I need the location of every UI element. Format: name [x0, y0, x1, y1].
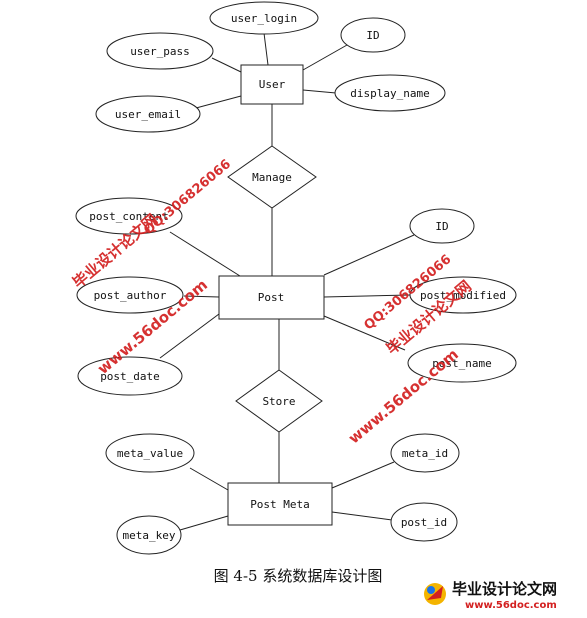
attribute-post-date: post_date	[77, 356, 183, 396]
edge-post-post_date	[159, 313, 220, 359]
attribute-meta-post-id: post_id	[390, 502, 458, 542]
entity-post: Post	[218, 275, 325, 320]
edge-postmeta-meta_value	[189, 467, 229, 491]
relationship-manage: Manage	[227, 145, 317, 209]
watermark-right-url: www.56doc.com	[345, 345, 462, 447]
watermark-left-qq: QQ:306826066	[141, 157, 234, 238]
relationship-store: Store	[235, 369, 323, 433]
attribute-user-id: ID	[340, 17, 406, 53]
attribute-user-id-label: ID	[366, 29, 379, 42]
attribute-meta-id-label: meta_id	[402, 447, 448, 460]
logo-emblem-icon	[424, 583, 446, 605]
site-logo: 毕业设计论文网 www.56doc.com	[424, 580, 557, 611]
attribute-meta-value: meta_value	[105, 433, 195, 473]
entity-post-meta-label: Post Meta	[250, 498, 310, 511]
entity-user-label: User	[259, 78, 286, 91]
edge-user-user_pass	[211, 57, 242, 73]
edge-user-user_email	[195, 95, 242, 109]
attribute-post-content: post_content	[75, 197, 183, 235]
entity-user: User	[240, 64, 304, 105]
logo-title: 毕业设计论文网	[452, 580, 557, 598]
relationship-manage-label: Manage	[252, 171, 292, 184]
attribute-post-date-label: post_date	[100, 370, 160, 383]
attribute-meta-key: meta_key	[116, 515, 182, 555]
attribute-display-name: display_name	[334, 74, 446, 112]
attribute-user-pass: user_pass	[106, 32, 214, 70]
entity-post-label: Post	[258, 291, 285, 304]
attribute-user-pass-label: user_pass	[130, 45, 190, 58]
edge-user-display_name	[302, 89, 337, 94]
attribute-user-login-label: user_login	[231, 12, 297, 25]
attribute-meta-value-label: meta_value	[117, 447, 183, 460]
edge-user-user_login	[263, 32, 269, 66]
attribute-meta-key-label: meta_key	[123, 529, 176, 542]
attribute-display-name-label: display_name	[350, 87, 429, 100]
attribute-post-modified: post_modified	[409, 276, 517, 314]
attribute-post-modified-label: post_modified	[420, 289, 506, 302]
edge-postmeta-meta_id	[331, 461, 395, 489]
attribute-post-id-label: ID	[435, 220, 448, 233]
edge-postmeta-meta_key	[179, 515, 229, 531]
attribute-user-email: user_email	[95, 95, 201, 133]
edge-post-post_author	[183, 295, 220, 298]
edge-post-post_content	[169, 231, 241, 277]
attribute-post-name-label: post_name	[432, 357, 492, 370]
edge-post-post_name	[323, 315, 406, 351]
edge-post-id	[323, 234, 415, 276]
edge-postmeta-post_id	[331, 511, 393, 521]
logo-url: www.56doc.com	[465, 600, 557, 611]
attribute-post-name: post_name	[407, 343, 517, 383]
attribute-meta-post-id-label: post_id	[401, 516, 447, 529]
edge-user-id	[302, 44, 348, 71]
attribute-post-author-label: post_author	[94, 289, 167, 302]
attribute-user-email-label: user_email	[115, 108, 181, 121]
relationship-store-label: Store	[262, 395, 295, 408]
attribute-post-author: post_author	[76, 276, 184, 314]
attribute-meta-id: meta_id	[390, 433, 460, 473]
figure-caption: 图 4-5 系统数据库设计图	[214, 567, 383, 585]
attribute-user-login: user_login	[209, 1, 319, 35]
attribute-post-id: ID	[409, 208, 475, 244]
entity-post-meta: Post Meta	[227, 482, 333, 526]
edge-post-post_modified	[323, 294, 411, 298]
diagram-edges	[159, 32, 415, 531]
attribute-post-content-label: post_content	[89, 210, 168, 223]
